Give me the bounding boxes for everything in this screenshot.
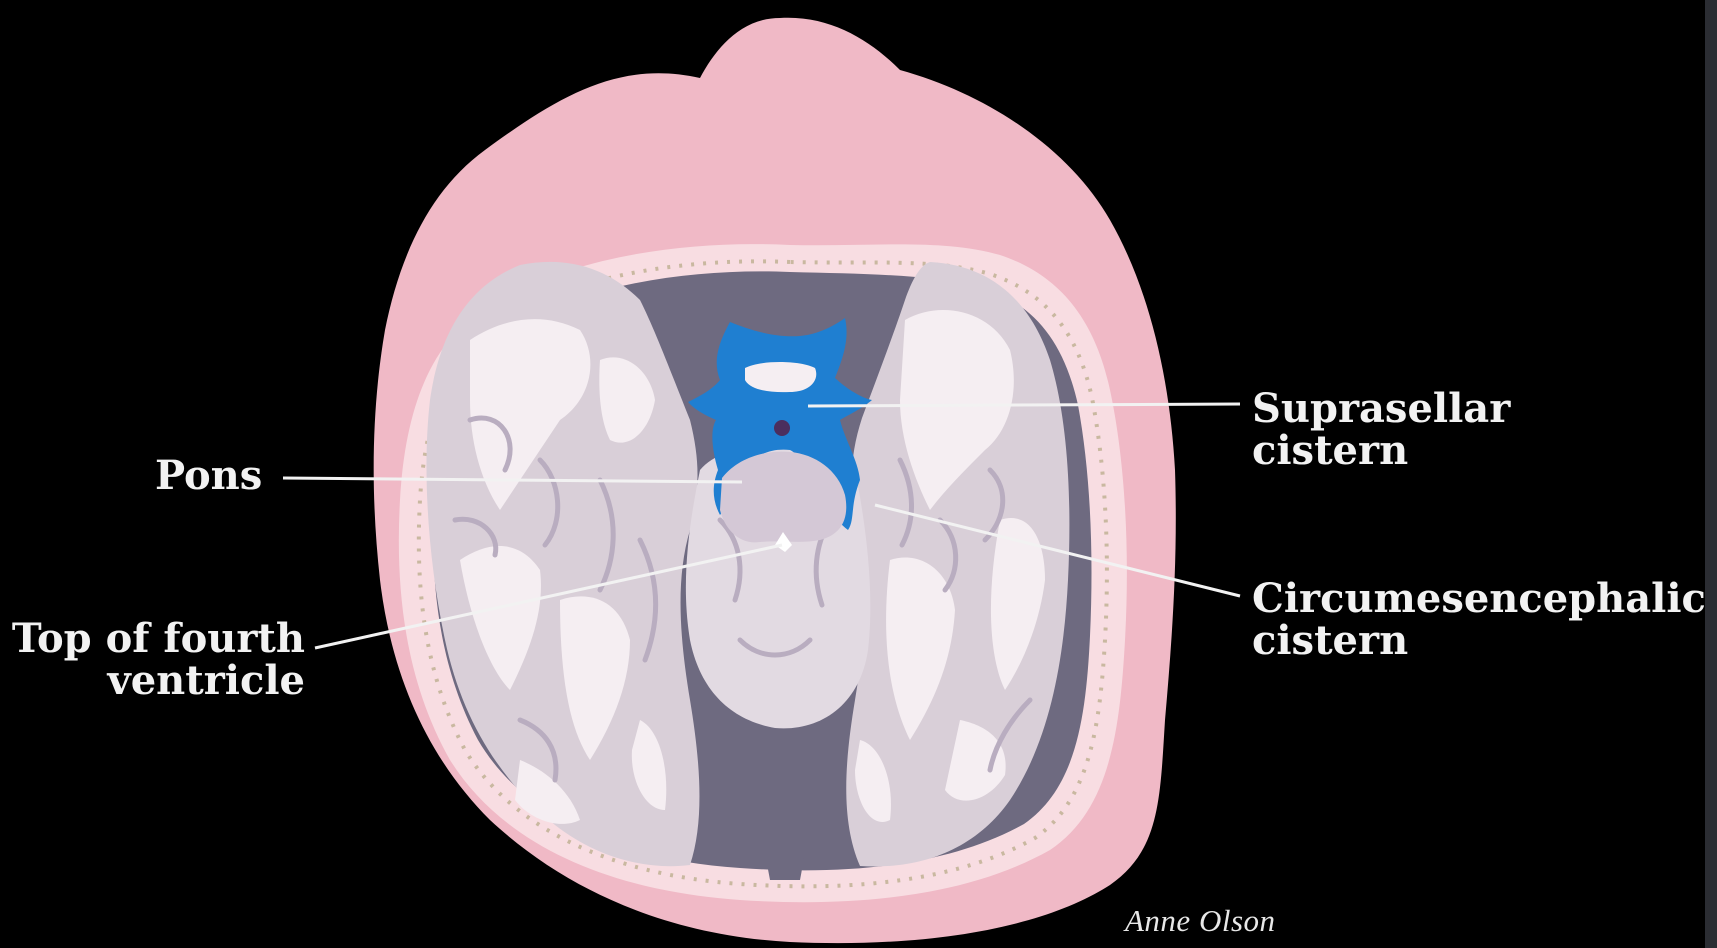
- label-pons-text: Pons: [155, 455, 262, 497]
- leader-suprasellar: [808, 404, 1240, 406]
- label-suprasellar-line1: Suprasellar: [1252, 388, 1510, 430]
- artist-signature: Anne Olson: [1125, 903, 1276, 939]
- optic-chiasm: [745, 362, 816, 392]
- label-suprasellar-cistern: Suprasellar cistern: [1252, 388, 1510, 472]
- label-circumesencephalic-line1: Circumesencephalic: [1252, 578, 1706, 620]
- label-fourth-ventricle-line2: ventricle: [10, 660, 305, 702]
- posterior-fissure: [763, 730, 807, 880]
- label-fourth-ventricle-line1: Top of fourth: [10, 618, 305, 660]
- label-pons: Pons: [155, 455, 262, 497]
- window-edge: [1705, 0, 1717, 948]
- label-circumesencephalic-line2: cistern: [1252, 620, 1706, 662]
- label-fourth-ventricle: Top of fourth ventricle: [10, 618, 305, 702]
- label-circumesencephalic-cistern: Circumesencephalic cistern: [1252, 578, 1706, 662]
- infundibulum: [774, 420, 790, 436]
- label-suprasellar-line2: cistern: [1252, 430, 1510, 472]
